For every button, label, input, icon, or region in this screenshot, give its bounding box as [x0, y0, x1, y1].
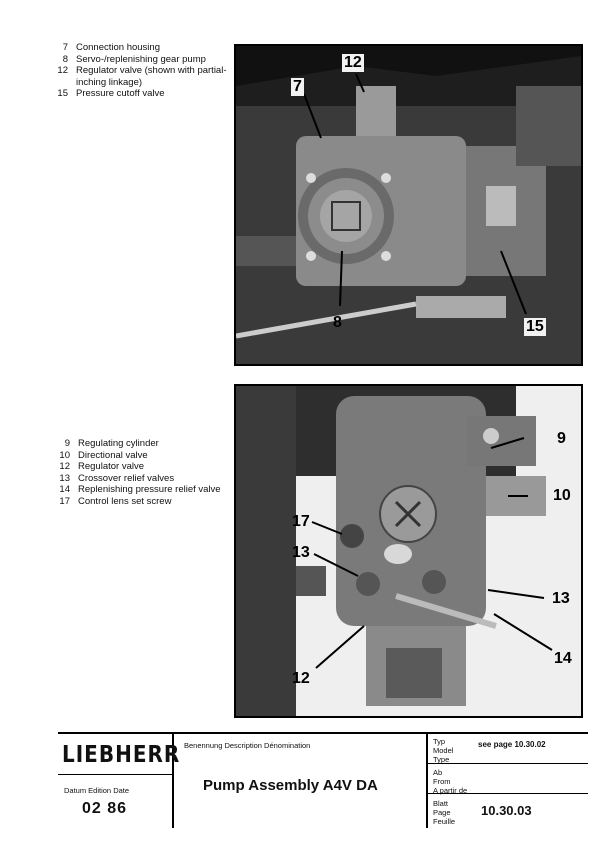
title-block-top-rule — [58, 732, 588, 734]
title-block-rule — [426, 793, 588, 794]
callout-9: 9 — [557, 430, 566, 447]
legend-number: 12 — [59, 461, 70, 472]
legend-item: 17 Control lens set screw — [50, 496, 228, 508]
type-label: Typ Model Type — [433, 737, 453, 764]
photo-illustration — [236, 46, 581, 364]
callout-7: 7 — [291, 78, 304, 96]
date-value: 02 86 — [82, 800, 128, 817]
legend-item: 15 Pressure cutoff valve — [48, 88, 228, 100]
from-label-fr: A partir de — [433, 786, 468, 795]
legend-item: 8 Servo-/replenishing gear pump — [48, 54, 228, 66]
title-block-rule — [58, 774, 174, 775]
legend-text: Control lens set screw — [78, 495, 172, 507]
callout-12: 12 — [342, 54, 364, 72]
type-label-de: Typ — [433, 737, 446, 746]
photo-illustration — [236, 386, 581, 716]
legend-item: 14 Replenishing pressure relief valve — [50, 484, 228, 496]
photo-pump-assembly-top: 12 7 8 15 — [234, 44, 583, 366]
legend-number: 12 — [57, 65, 68, 76]
title-block-divider — [426, 732, 428, 828]
callout-14: 14 — [554, 650, 572, 667]
callout-13-left: 13 — [292, 544, 310, 561]
from-label-de: Ab — [433, 768, 443, 777]
page-label-en: Page — [433, 808, 451, 817]
callout-12: 12 — [292, 670, 310, 687]
legend-item: 13 Crossover relief valves — [50, 473, 228, 485]
from-label: Ab From A partir de — [433, 768, 467, 795]
type-label-en: Model — [433, 746, 454, 755]
legend-number: 14 — [59, 484, 70, 495]
legend-text: Connection housing — [76, 42, 160, 53]
legend-item: 12 Regulator valve — [50, 461, 228, 473]
callout-10: 10 — [553, 487, 571, 504]
page-label-de: Blatt — [433, 799, 449, 808]
legend-text: Directional valve — [78, 449, 148, 461]
legend-text: Crossover relief valves — [78, 472, 175, 484]
legend-top: 7 Connection housing 8 Servo-/replenishing… — [48, 42, 228, 100]
from-label-en: From — [433, 777, 451, 786]
description-label: Benennung Description Dénomination — [184, 741, 311, 750]
legend-item: 12 Regulator valve (shown with partial-in… — [48, 65, 228, 88]
legend-number: 10 — [59, 449, 70, 461]
callout-17: 17 — [292, 513, 310, 530]
legend-number: 7 — [62, 42, 68, 53]
legend-number: 9 — [64, 438, 70, 449]
liebherr-logo: LIEBHERR — [62, 740, 181, 768]
callout-15: 15 — [524, 318, 546, 336]
legend-number: 15 — [57, 88, 68, 99]
legend-item: 9 Regulating cylinder — [50, 438, 228, 450]
legend-text: Regulator valve — [78, 461, 145, 472]
legend-item: 10 Directional valve — [50, 450, 228, 462]
date-label: Datum Edition Date — [64, 786, 130, 795]
legend-number: 17 — [59, 495, 70, 507]
callout-13-right: 13 — [552, 590, 570, 607]
title-block-divider — [172, 732, 174, 828]
legend-text: Regulating cylinder — [78, 438, 159, 449]
callout-8: 8 — [333, 314, 342, 331]
legend-text: Regulator valve (shown with partial-inch… — [76, 65, 227, 88]
title-block-rule — [426, 763, 588, 764]
photo-pump-assembly-bottom: 9 10 17 13 13 14 12 — [234, 384, 583, 718]
legend-item: 7 Connection housing — [48, 42, 228, 54]
page-number: 10.30.03 — [481, 803, 532, 818]
legend-bottom: 9 Regulating cylinder 10 Directional valve… — [50, 438, 228, 507]
legend-text: Replenishing pressure relief valve — [78, 484, 221, 495]
legend-text: Pressure cutoff valve — [76, 88, 165, 99]
type-value: see page 10.30.02 — [478, 740, 546, 749]
description-value: Pump Assembly A4V DA — [203, 777, 378, 794]
legend-text: Servo-/replenishing gear pump — [76, 53, 206, 65]
legend-number: 8 — [62, 53, 68, 65]
type-label-fr: Type — [433, 755, 450, 764]
legend-number: 13 — [59, 472, 70, 484]
page-label-fr: Feuille — [433, 817, 456, 826]
page-label: Blatt Page Feuille — [433, 799, 455, 826]
